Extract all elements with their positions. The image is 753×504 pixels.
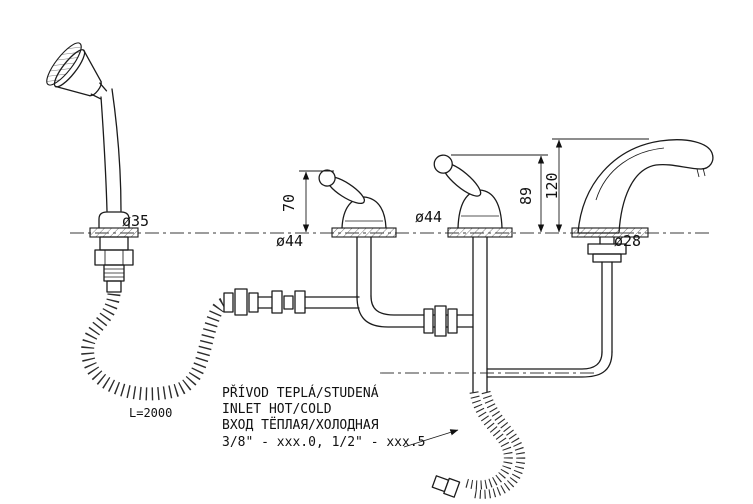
note-line-sizes: 3/8" - xxx.0, 1/2" - xxx.5 <box>222 435 426 450</box>
note-line-russian: ВХОД ТЁПЛАЯ/ХОЛОДНАЯ <box>222 417 379 433</box>
inlet-hoses <box>431 390 526 499</box>
hand-shower <box>46 42 139 293</box>
spout <box>571 139 714 238</box>
valve-left-lever <box>318 169 366 205</box>
note-line-english: INLET HOT/COLD <box>222 402 332 417</box>
valve-right <box>433 154 513 238</box>
valve-left <box>318 169 397 238</box>
valve-left-flange <box>331 227 397 238</box>
dim-70: 70 <box>280 170 334 233</box>
label-valve-right-diameter: ø44 <box>415 208 442 226</box>
dim-70-label: 70 <box>280 194 298 212</box>
hose-fitting-right <box>271 290 306 314</box>
supply-pipes <box>356 236 627 393</box>
dim-120-label: 120 <box>543 172 561 199</box>
dim-120: 120 <box>543 138 649 233</box>
shower-mount-nut <box>94 249 134 266</box>
label-valve-left-diameter: ø44 <box>276 232 303 250</box>
inlet-hose-fitting <box>431 475 461 498</box>
label-shower-diameter: ø35 <box>122 212 149 230</box>
valve-right-flange <box>447 227 513 238</box>
valve-left-dome <box>341 196 387 229</box>
label-spout-diameter: ø28 <box>614 232 641 250</box>
leader-arrow <box>403 429 459 448</box>
valve-right-lever <box>433 154 482 197</box>
notes-block: PŘÍVOD TEPLÁ/STUDENÁ INLET HOT/COLD ВХОД… <box>222 385 459 450</box>
spout-body <box>577 139 714 234</box>
shower-escutcheon <box>98 211 130 229</box>
note-line-czech: PŘÍVOD TEPLÁ/STUDENÁ <box>222 385 379 401</box>
shower-handle <box>100 96 108 212</box>
pipe-union <box>423 305 458 337</box>
shower-hose <box>81 288 360 401</box>
corrugated-hose <box>81 292 228 401</box>
dim-89-label: 89 <box>517 187 535 205</box>
hose-fitting-left <box>223 288 259 316</box>
dim-89: 89 <box>451 154 548 233</box>
label-hose-length: L=2000 <box>129 406 172 420</box>
